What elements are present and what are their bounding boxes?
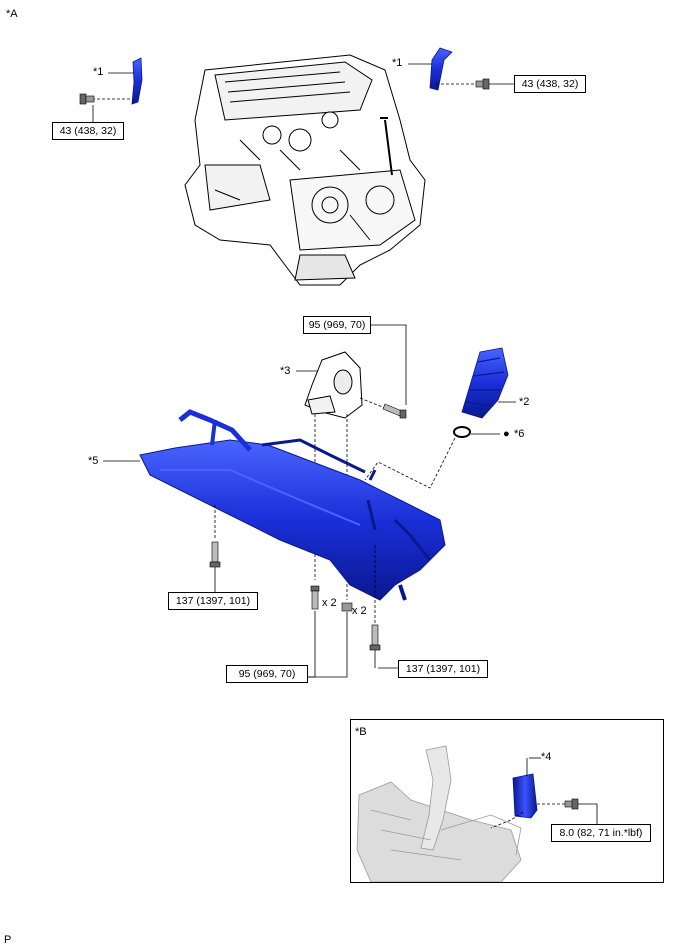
suspension-member-part bbox=[103, 409, 446, 625]
callout-6: *6 bbox=[514, 428, 525, 440]
torque-member-rear: 137 (1397, 101) bbox=[398, 660, 488, 678]
steering-boot-part bbox=[461, 347, 516, 419]
inset-view-b: *B *4 8.0 (82, 71 in.*lbf) bbox=[350, 719, 664, 883]
callout-2: *2 bbox=[519, 396, 530, 408]
callout-1-left: *1 bbox=[93, 66, 104, 78]
torque-mount-bolt: 95 (969, 70) bbox=[303, 316, 371, 334]
bolt-right-bracket bbox=[475, 78, 490, 90]
replace-mark: ● bbox=[503, 428, 510, 440]
quantity-label-2: x 2 bbox=[352, 605, 367, 617]
mount-bolt bbox=[359, 324, 407, 419]
torque-bracket-left: 43 (438, 32) bbox=[52, 122, 124, 140]
torque-cover-bolt: 8.0 (82, 71 in.*lbf) bbox=[551, 824, 651, 842]
member-washer-center bbox=[308, 602, 353, 678]
bracket-right-part bbox=[408, 47, 514, 91]
cover-bolt bbox=[564, 798, 598, 824]
heat-cover-part bbox=[490, 757, 565, 829]
member-bolt-rear bbox=[369, 624, 398, 669]
view-b-label: *B bbox=[355, 726, 367, 738]
torque-bracket-right: 43 (438, 32) bbox=[514, 75, 586, 93]
callout-5: *5 bbox=[88, 455, 99, 467]
bolt-left-bracket bbox=[79, 93, 95, 105]
callout-4: *4 bbox=[541, 751, 552, 763]
callout-1-right: *1 bbox=[392, 57, 403, 69]
engine-assembly-illustration bbox=[184, 54, 426, 286]
subframe-gray-illustration bbox=[356, 745, 522, 883]
torque-member-center: 95 (969, 70) bbox=[226, 665, 308, 683]
gasket-part bbox=[364, 426, 500, 489]
member-bolt-center-left bbox=[308, 585, 320, 678]
inset-drawing bbox=[356, 745, 598, 883]
bracket-left-part bbox=[92, 57, 143, 122]
view-a-label: *A bbox=[6, 8, 18, 20]
callout-3: *3 bbox=[280, 365, 291, 377]
quantity-label-1: x 2 bbox=[322, 597, 337, 609]
footer-code: P bbox=[4, 934, 12, 946]
torque-member-front: 137 (1397, 101) bbox=[168, 592, 258, 610]
member-bolt-front bbox=[209, 541, 221, 592]
